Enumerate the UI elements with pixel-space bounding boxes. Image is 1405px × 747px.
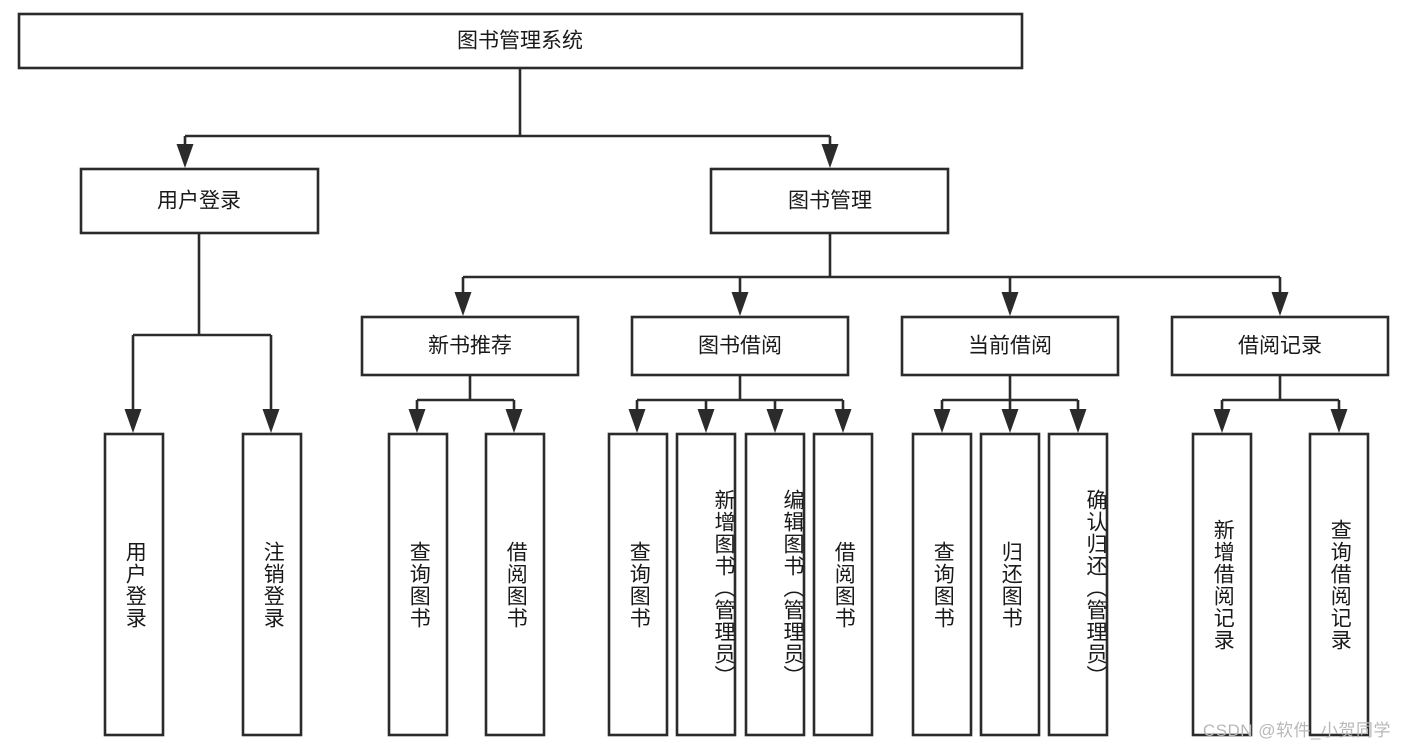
node-current-borrow-label: 当前借阅 — [968, 335, 1052, 358]
arrow-to-leaf-query-book-3 — [933, 409, 951, 433]
arrow-to-leaf-query-book-2 — [628, 409, 646, 433]
nodes-group: 图书管理系统 用户登录 图书管理 新书推荐 图书借阅 当前 — [17, 12, 1390, 737]
watermark: CSDN @软件_小贺同学 — [1202, 721, 1391, 740]
node-leaf-borrow-book-1-box[interactable] — [484, 432, 546, 737]
node-borrow-record-box[interactable] — [1170, 315, 1390, 377]
node-leaf-confirm-return-box[interactable] — [1047, 432, 1109, 737]
node-root[interactable]: 图书管理系统 — [17, 12, 1024, 70]
arrow-root-to-user-login — [176, 144, 194, 168]
node-leaf-return-book-box[interactable] — [979, 432, 1041, 737]
node-leaf-add-record-box[interactable] — [1191, 432, 1253, 737]
node-leaf-query-book-3-box[interactable] — [911, 432, 973, 737]
node-current-borrow[interactable]: 当前借阅 — [900, 315, 1120, 377]
arrow-to-leaf-edit-book — [766, 409, 784, 433]
node-leaf-query-book-1-box[interactable] — [387, 432, 449, 737]
node-root-label: 图书管理系统 — [457, 30, 583, 53]
node-new-book-recommend[interactable]: 新书推荐 — [360, 315, 580, 377]
arrow-to-leaf-borrow-book-2 — [834, 409, 852, 433]
arrow-to-leaf-query-record — [1330, 409, 1348, 433]
arrow-to-leaf-borrow-book-1 — [505, 409, 523, 433]
edges-group — [124, 68, 1348, 433]
node-borrow-record[interactable]: 借阅记录 — [1170, 315, 1390, 377]
node-book-borrow[interactable]: 图书借阅 — [630, 315, 850, 377]
node-leaf-logout-login-box[interactable] — [241, 432, 303, 737]
node-root-box[interactable] — [17, 12, 1024, 70]
node-leaf-user-login-box[interactable] — [103, 432, 165, 737]
node-user-login-label: 用户登录 — [157, 190, 241, 213]
node-leaf-edit-book-box[interactable] — [744, 432, 806, 737]
arrow-to-leaf-query-book-1 — [408, 409, 426, 433]
arrow-to-new-book-recommend — [454, 292, 472, 316]
arrow-to-leaf-add-record — [1213, 409, 1231, 433]
arrow-to-borrow-record — [1271, 292, 1289, 316]
arrow-to-leaf-add-book — [697, 409, 715, 433]
arrow-to-leaf-confirm-return — [1069, 409, 1087, 433]
node-book-manage-label: 图书管理 — [788, 190, 872, 213]
node-current-borrow-box[interactable] — [900, 315, 1120, 377]
node-new-book-recommend-label: 新书推荐 — [428, 335, 512, 358]
node-leaf-query-book-2-box[interactable] — [607, 432, 669, 737]
node-book-manage[interactable]: 图书管理 — [709, 167, 950, 235]
node-book-manage-box[interactable] — [709, 167, 950, 235]
arrow-to-leaf-logout-login — [262, 409, 280, 433]
arrow-to-current-borrow — [1001, 292, 1019, 316]
arrow-root-to-book-manage — [821, 144, 839, 168]
node-borrow-record-label: 借阅记录 — [1238, 335, 1322, 358]
node-user-login[interactable]: 用户登录 — [79, 167, 320, 235]
arrow-to-leaf-return-book — [1001, 409, 1019, 433]
node-leaf-borrow-book-2-box[interactable] — [812, 432, 874, 737]
node-book-borrow-label: 图书借阅 — [698, 335, 782, 358]
node-new-book-recommend-box[interactable] — [360, 315, 580, 377]
arrow-to-leaf-user-login — [124, 409, 142, 433]
node-book-borrow-box[interactable] — [630, 315, 850, 377]
node-leaf-query-record-box[interactable] — [1308, 432, 1370, 737]
arrow-to-book-borrow — [731, 292, 749, 316]
node-leaf-add-book-box[interactable] — [675, 432, 737, 737]
node-user-login-box[interactable] — [79, 167, 320, 235]
